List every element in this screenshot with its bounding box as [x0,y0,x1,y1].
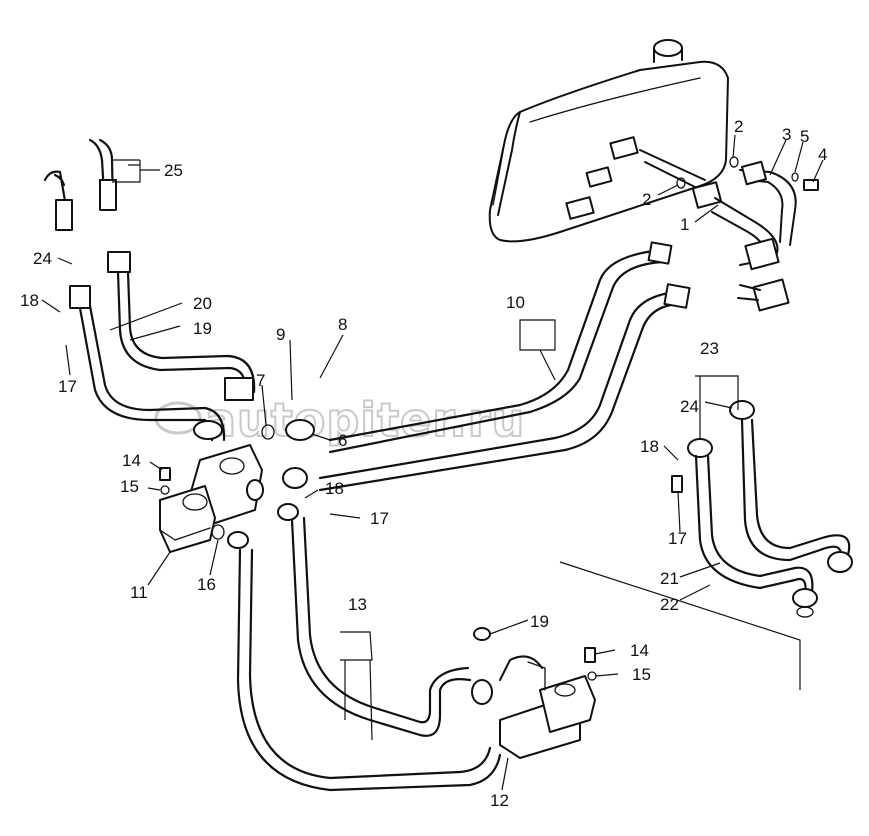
callout-6: 6 [338,431,347,450]
callout-10: 10 [506,293,525,312]
callout-18: 18 [640,437,659,456]
bracket-leaders [112,159,739,741]
callout-15: 15 [120,477,139,496]
callout-24: 24 [680,397,699,416]
callout-16: 16 [197,575,216,594]
callout-4: 4 [818,145,827,164]
callout-20: 20 [193,294,212,313]
callout-19: 19 [530,612,549,631]
callout-5: 5 [800,127,809,146]
callout-12: 12 [490,791,509,810]
callout-3: 3 [782,125,791,144]
callout-17: 17 [668,529,687,548]
hydraulic-tank [488,39,729,243]
callout-23: 23 [700,339,719,358]
callout-labels: 1 2 2 3 4 5 6 7 8 9 10 11 12 13 14 14 15… [20,117,827,810]
callout-19: 19 [193,319,212,338]
callout-9: 9 [276,325,285,344]
callout-2: 2 [642,190,651,209]
callout-17: 17 [370,509,389,528]
callout-21: 21 [660,569,679,588]
callout-8: 8 [338,315,347,334]
callout-leaders [41,134,824,791]
callout-11: 11 [130,583,148,602]
lower-hoses [227,503,543,792]
callout-25: 25 [164,161,183,180]
watermark-text: autopiter.ru [205,393,525,447]
assembly-leader [559,561,801,690]
control-valve-block [159,424,275,553]
callout-7: 7 [256,371,265,390]
callout-18: 18 [325,479,344,498]
callout-17: 17 [58,377,77,396]
callout-18: 18 [20,291,39,310]
callout-22: 22 [660,595,679,614]
callout-2: 2 [734,117,743,136]
callout-14: 14 [122,451,141,470]
main-hoses [282,241,691,492]
valve-block-lower [499,647,597,759]
upper-left-hoses [43,138,256,442]
callout-1: 1 [680,215,689,234]
tank-outlet-pipes [639,149,819,312]
right-side-hoses [671,400,853,618]
callout-15: 15 [632,665,651,684]
callout-24: 24 [33,249,52,268]
watermark: autopiter.ru [154,392,525,448]
callout-14: 14 [630,641,649,660]
callout-13: 13 [348,595,367,614]
